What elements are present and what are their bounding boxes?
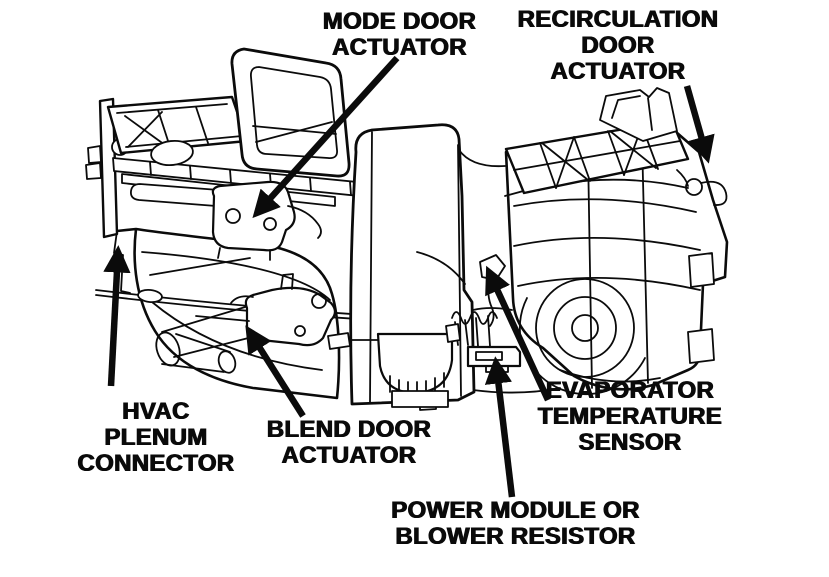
label-recirculation-door-actuator: RECIRCULATION DOOR ACTUATOR [498, 7, 738, 85]
arrow-mode-door-actuator [252, 55, 400, 219]
label-line: HVAC [122, 398, 190, 425]
recirculation-housing [472, 87, 729, 396]
label-power-module-or-blower-resistor: POWER MODULE OR BLOWER RESISTOR [368, 498, 663, 550]
arrow-evaporator-temperature-sensor [485, 265, 551, 402]
label-line: CONNECTOR [77, 450, 235, 477]
label-evaporator-temperature-sensor: EVAPORATOR TEMPERATURE SENSOR [520, 378, 740, 456]
label-line: BLOWER RESISTOR [395, 523, 636, 550]
cable-hook [676, 169, 728, 206]
label-line: ACTUATOR [550, 58, 686, 85]
label-line: ACTUATOR [281, 442, 417, 469]
evaporator-temperature-sensor-part [479, 254, 506, 327]
tray-knob [150, 139, 194, 167]
label-mode-door-actuator: MODE DOOR ACTUATOR [272, 9, 527, 61]
left-bracket [85, 97, 129, 239]
label-line: EVAPORATOR [545, 377, 715, 404]
blower-scroll-ribs [518, 278, 646, 396]
label-line: ACTUATOR [332, 34, 467, 61]
arrow-recirculation-door-actuator [683, 85, 715, 164]
heater-core-tray [106, 95, 249, 155]
label-line: MODE DOOR [322, 8, 477, 35]
defroster-duct [230, 47, 351, 178]
label-hvac-plenum-connector: HVAC PLENUM CONNECTOR [58, 399, 254, 477]
label-line: RECIRCULATION [517, 6, 719, 33]
arrow-hvac-plenum-connector [103, 245, 131, 387]
label-blend-door-actuator: BLEND DOOR ACTUATOR [244, 417, 454, 469]
arrow-blend-door-actuator [245, 325, 306, 418]
label-line: PLENUM [104, 424, 208, 451]
blower-motor [327, 332, 454, 408]
drain-tube [155, 331, 237, 374]
label-line: TEMPERATURE [537, 403, 723, 430]
label-line: BLEND DOOR [266, 416, 432, 443]
arrow-power-module [484, 356, 516, 498]
label-line: POWER MODULE OR [391, 497, 640, 524]
label-line: SENSOR [578, 429, 682, 456]
label-line: DOOR [581, 32, 655, 59]
recirculation-actuator-part [599, 87, 678, 142]
